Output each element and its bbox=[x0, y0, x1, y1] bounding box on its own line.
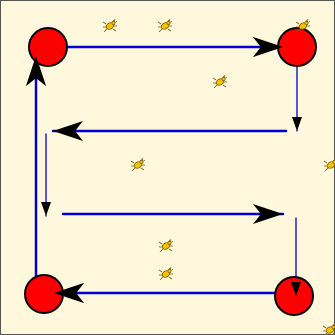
bug-icon[interactable] bbox=[212, 74, 228, 89]
node-top-left[interactable] bbox=[28, 27, 68, 67]
nodes-layer bbox=[24, 27, 317, 316]
path-middle-rightward bbox=[61, 204, 285, 224]
bug-icon[interactable] bbox=[130, 157, 146, 172]
node-bottom-right[interactable] bbox=[274, 276, 314, 316]
arrow-head-left-overlay bbox=[54, 283, 84, 303]
path-upper-leftward bbox=[51, 121, 288, 141]
arrow-head-left bbox=[53, 121, 83, 141]
bugs-layer bbox=[102, 18, 335, 335]
bug-icon[interactable] bbox=[102, 18, 118, 33]
arrow-head-down bbox=[41, 202, 51, 216]
arrow-head-right-overlay bbox=[253, 37, 283, 57]
bug-icon[interactable] bbox=[322, 322, 335, 335]
bug-icon[interactable] bbox=[158, 266, 174, 281]
node-top-right[interactable] bbox=[277, 27, 317, 67]
bug-icon[interactable] bbox=[157, 18, 173, 33]
arrow-head-down bbox=[292, 117, 302, 131]
path-left-down bbox=[41, 133, 51, 217]
arrow-head-down-overlay bbox=[291, 282, 301, 296]
arrow-head-up-overlay bbox=[26, 56, 46, 86]
arrow-head-right bbox=[253, 204, 283, 224]
bug-icon[interactable] bbox=[295, 18, 311, 33]
arrow-overlay bbox=[26, 37, 301, 303]
bug-icon[interactable] bbox=[158, 238, 174, 253]
